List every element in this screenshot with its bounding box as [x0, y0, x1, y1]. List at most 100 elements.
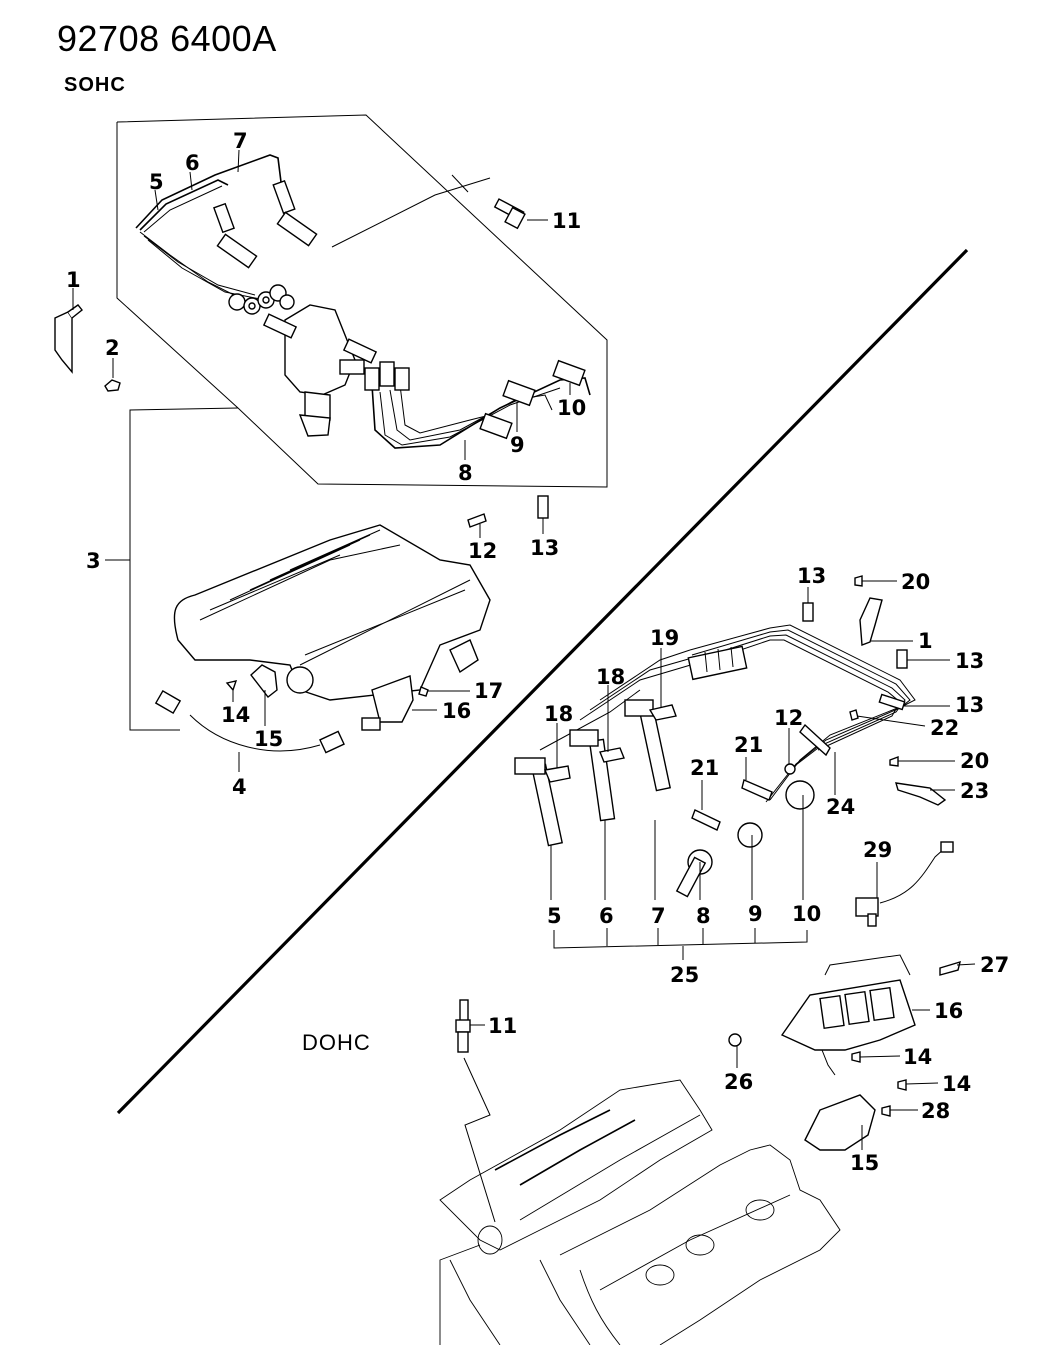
callout-16: 16 [442, 699, 471, 723]
leader-11-dohc-2 [463, 1057, 496, 1223]
callout-17: 17 [474, 679, 503, 703]
holder-18a [544, 765, 571, 783]
callout-13: 13 [530, 536, 559, 560]
clip-13-sohc [537, 495, 549, 519]
leader-27 [956, 963, 976, 966]
callout-26: 26 [724, 1070, 753, 1094]
ignition-wires-lower [364, 359, 591, 449]
callout-14a: 14 [903, 1045, 932, 1069]
clamp-24 [799, 723, 831, 757]
callout-7-dohc: 7 [651, 904, 666, 928]
callout-12-dohc: 12 [774, 706, 803, 730]
callout-2: 2 [105, 336, 120, 360]
bolt-14a [851, 1051, 861, 1063]
bracket-1-dohc [859, 597, 883, 646]
callout-8-dohc: 8 [696, 904, 711, 928]
bracket-23 [895, 782, 947, 806]
plug-leader-sohc-2 [451, 174, 469, 193]
callout-23: 23 [960, 779, 989, 803]
section-label-dohc: DOHC [302, 1030, 371, 1055]
clip-12-sohc [467, 513, 487, 528]
callout-18b: 18 [596, 665, 625, 689]
callout-21a: 21 [734, 733, 763, 757]
callout-9: 9 [510, 433, 525, 457]
callout-11-dohc: 11 [488, 1014, 517, 1038]
callout-6-dohc: 6 [599, 904, 614, 928]
ignition-wires-upper [135, 154, 318, 315]
spark-plug-sohc [493, 198, 526, 230]
spark-plug-dohc [455, 999, 471, 1053]
callout-22: 22 [930, 716, 959, 740]
callout-9-dohc: 9 [748, 902, 763, 926]
dohc-wire-harness [539, 624, 916, 803]
callout-8: 8 [458, 461, 473, 485]
sensor-29 [855, 841, 954, 927]
coil-16-sohc [361, 675, 414, 731]
plug-leader-sohc [331, 177, 491, 248]
callout-13c: 13 [955, 693, 984, 717]
catalog-code: 92708 6400A [57, 18, 277, 59]
callout-5: 5 [149, 170, 164, 194]
bolt-14b [897, 1079, 907, 1091]
sensor-wire-4 [154, 689, 345, 754]
bolt-20b [889, 755, 899, 767]
distributor [262, 304, 378, 437]
bolt-22 [849, 709, 859, 721]
callout-leader-6 [189, 171, 193, 191]
leader-14b [905, 1082, 939, 1085]
sensor-15-sohc [250, 664, 278, 698]
callout-leader-7 [237, 149, 240, 173]
bolt-27 [939, 960, 961, 976]
section-divider [116, 248, 969, 1115]
callout-18a: 18 [544, 702, 573, 726]
clip-13a [802, 602, 814, 622]
holder-19 [648, 704, 677, 721]
callout-19: 19 [650, 626, 679, 650]
leader-22 [856, 715, 926, 727]
bolt-17 [418, 686, 429, 697]
callout-15: 15 [254, 727, 283, 751]
callout-28: 28 [921, 1099, 950, 1123]
callout-10-dohc: 10 [792, 902, 821, 926]
callout-1-dohc: 1 [918, 629, 933, 653]
callout-13a: 13 [797, 564, 826, 588]
holder-18b [599, 747, 625, 763]
callout-5-dohc: 5 [547, 904, 562, 928]
grommet-12-dohc [784, 763, 796, 775]
manifold-bracket-line [129, 407, 239, 731]
screw-14-sohc [225, 680, 238, 692]
callout-14: 14 [221, 703, 250, 727]
callout-13b: 13 [955, 649, 984, 673]
callout-10: 10 [557, 396, 586, 420]
callout-leader-5 [154, 189, 159, 211]
clip-2 [104, 379, 121, 392]
callout-21b: 21 [690, 756, 719, 780]
leader-14a [859, 1055, 901, 1058]
callout-14b: 14 [942, 1072, 971, 1096]
section-label-sohc: SOHC [64, 74, 126, 96]
coil-pack-16-dohc [780, 954, 916, 1076]
clamp-21a [741, 779, 773, 801]
bolt-20a [854, 575, 863, 587]
callout-12: 12 [468, 539, 497, 563]
callout-4: 4 [232, 775, 247, 799]
wire-set-bracket-25 [550, 795, 808, 960]
clamp-21b [691, 809, 721, 831]
bolt-28 [881, 1105, 891, 1117]
callout-24: 24 [826, 795, 855, 819]
callout-11: 11 [552, 209, 581, 233]
clip-13b [896, 649, 908, 669]
intake-manifold [173, 524, 491, 701]
sensor-15-dohc [804, 1094, 876, 1151]
callout-20a: 20 [901, 570, 930, 594]
callout-29: 29 [863, 838, 892, 862]
engine-block [439, 1079, 841, 1345]
callout-25: 25 [670, 963, 699, 987]
bracket-1-sohc [54, 304, 83, 374]
callout-3: 3 [86, 549, 101, 573]
callout-6: 6 [185, 151, 200, 175]
grommet-26 [728, 1033, 742, 1047]
callout-27: 27 [980, 953, 1009, 977]
